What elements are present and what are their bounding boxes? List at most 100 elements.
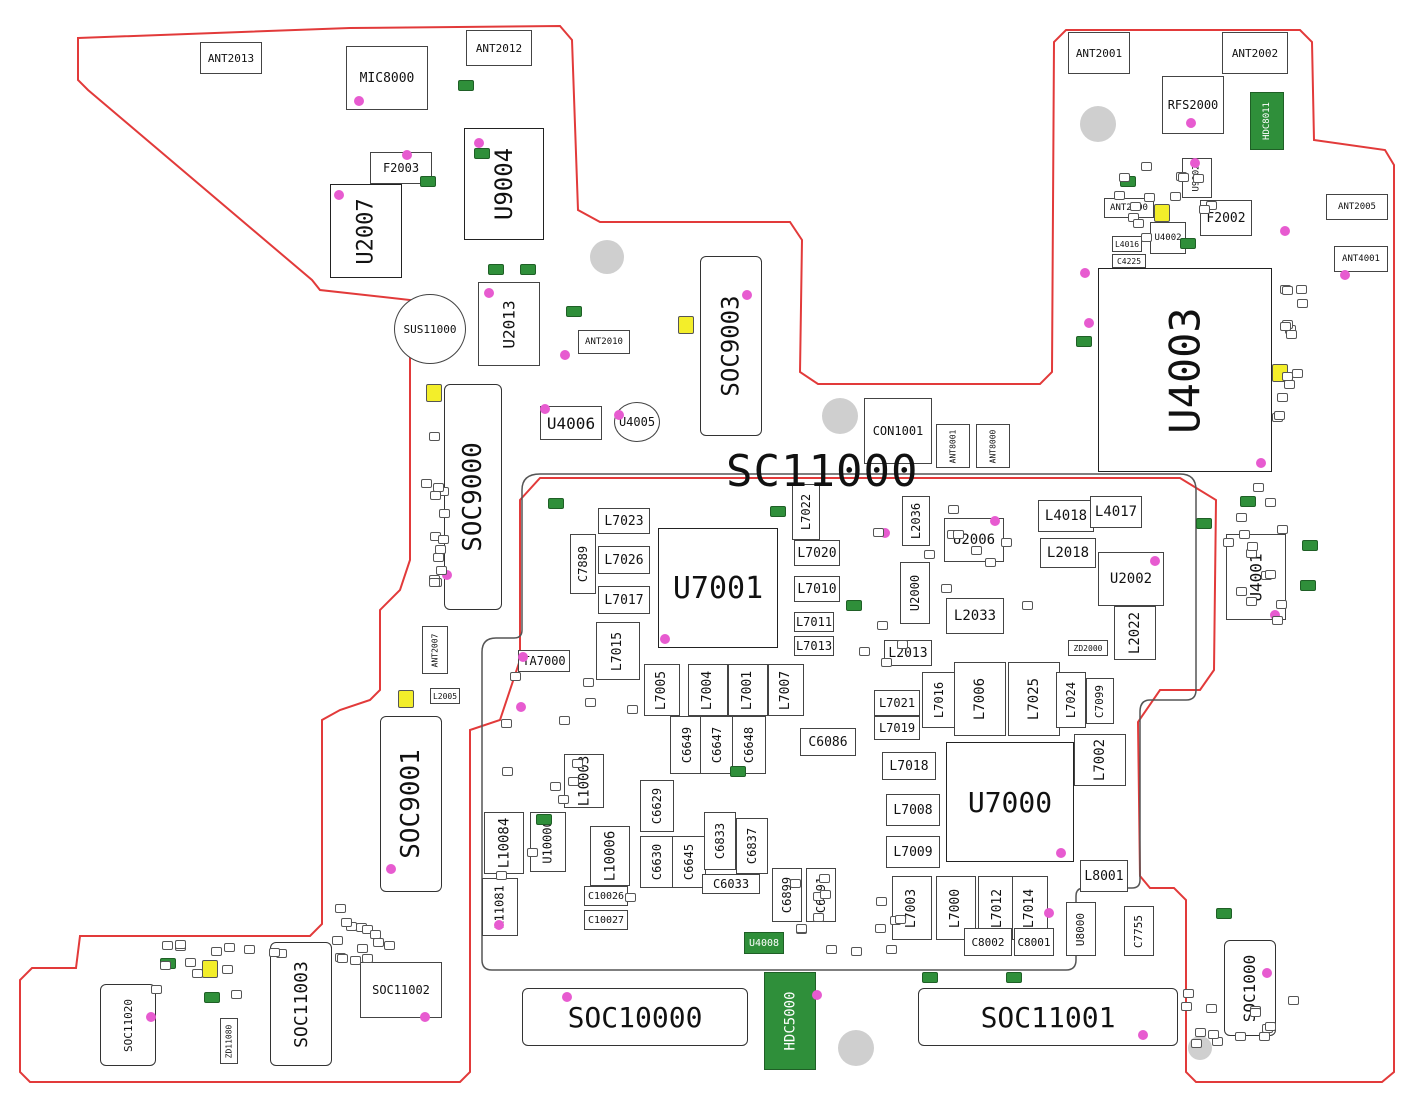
- component-label: L7018: [889, 758, 929, 774]
- smd-pad: [846, 600, 862, 611]
- smd-pad: [510, 672, 522, 682]
- component-label: L7013: [795, 639, 833, 653]
- component-label: L7021: [878, 696, 916, 710]
- component-ant2001: ANT2001: [1068, 32, 1130, 74]
- component-label: L7011: [795, 615, 833, 629]
- component-label: ZD2000: [1073, 643, 1103, 653]
- component-label: L7000: [948, 888, 964, 928]
- smd-pad: [1199, 205, 1211, 215]
- smd-pad: [268, 948, 280, 958]
- smd-pad: [1140, 232, 1152, 242]
- component-label: L7016: [932, 681, 946, 719]
- smd-pad: [1193, 174, 1205, 184]
- component-label: ANT2000: [1110, 203, 1148, 213]
- component-l7011: L7011: [794, 612, 834, 632]
- smd-pad: [361, 925, 373, 935]
- smd-pad: [876, 621, 888, 631]
- component-u9004: U9004: [464, 128, 544, 240]
- smd-pad: [582, 678, 594, 688]
- smd-pad: [897, 640, 909, 650]
- component-label: U7001: [672, 570, 764, 606]
- component-label: U4006: [546, 413, 596, 433]
- test-point: [1190, 158, 1200, 168]
- component-label: L4016: [1114, 239, 1140, 249]
- test-point: [354, 96, 364, 106]
- smd-pad: [568, 776, 580, 786]
- smd-pad: [1196, 518, 1212, 529]
- smd-pad: [384, 940, 396, 950]
- test-point: [516, 702, 526, 712]
- component-u8000: U8000: [1066, 902, 1096, 956]
- smd-pad: [501, 718, 513, 728]
- smd-pad: [437, 535, 449, 545]
- smd-pad: [1190, 1039, 1202, 1049]
- component-label: L2033: [953, 608, 997, 624]
- smd-pad: [876, 897, 888, 907]
- component-c8002: C8002: [964, 928, 1012, 956]
- smd-pad: [624, 892, 636, 902]
- component-label: L7014: [1022, 888, 1038, 928]
- component-label: L7009: [893, 844, 933, 860]
- smd-pad: [435, 545, 446, 555]
- smd-pad: [191, 969, 203, 979]
- test-point: [1150, 556, 1160, 566]
- smd-pad: [334, 904, 346, 914]
- component-l7007: L7007: [768, 664, 804, 716]
- component-label: C7889: [576, 545, 590, 583]
- component-label: U9004: [490, 147, 518, 221]
- component-label: ANT2010: [585, 337, 623, 347]
- component-label: C6647: [710, 726, 724, 764]
- component-label: L7001: [740, 670, 756, 710]
- smd-pad: [566, 306, 582, 317]
- component-label: L2036: [909, 502, 923, 540]
- smd-pad: [948, 505, 960, 515]
- mounting-hole: [590, 240, 624, 274]
- test-point: [442, 570, 452, 580]
- test-point: [494, 920, 504, 930]
- test-point: [146, 1012, 156, 1022]
- smd-pad: [872, 528, 884, 538]
- component-label: C7755: [1132, 914, 1146, 948]
- component-label: F2002: [1206, 210, 1246, 226]
- smd-pad: [880, 657, 892, 667]
- component-l2018: L2018: [1040, 538, 1096, 568]
- test-point: [1080, 268, 1090, 278]
- smd-pad: [1141, 161, 1153, 171]
- component-l10084: L10084: [484, 812, 524, 874]
- component-label: L7023: [604, 513, 644, 529]
- component-ant8001: ANT8001: [936, 424, 970, 468]
- component-hdc5000: HDC5000: [764, 972, 816, 1070]
- component-label: ANT2012: [475, 41, 523, 55]
- smd-pad: [536, 814, 552, 825]
- smd-pad: [1205, 1003, 1217, 1013]
- component-label: L7004: [700, 670, 716, 710]
- component-c10026: C10026: [584, 886, 628, 906]
- smd-pad: [495, 870, 507, 880]
- component-label: C6833: [713, 822, 727, 860]
- component-f2003: F2003: [370, 152, 432, 184]
- component-c10027: C10027: [584, 910, 628, 930]
- component-l7017: L7017: [598, 586, 650, 614]
- component-label: C4225: [1116, 256, 1142, 266]
- component-c6899: C6899: [772, 868, 802, 922]
- smd-pad: [1264, 569, 1276, 579]
- component-label: L7008: [893, 802, 933, 818]
- component-label: U2002: [1109, 571, 1153, 587]
- component-l7026: L7026: [598, 546, 650, 574]
- smd-pad: [924, 549, 936, 559]
- component-label: U4008: [748, 937, 780, 949]
- test-point: [334, 190, 344, 200]
- component-l7003: L7003: [892, 876, 932, 940]
- smd-pad: [1180, 238, 1196, 249]
- smd-pad: [1283, 379, 1295, 389]
- smd-pad: [1239, 530, 1251, 540]
- component-ant8000: ANT8000: [976, 424, 1010, 468]
- smd-pad: [1276, 393, 1288, 403]
- component-label: C6648: [742, 726, 756, 764]
- component-label: SOC9003: [717, 295, 745, 397]
- component-label: C10026: [587, 890, 625, 902]
- component-soc9001: SOC9001: [380, 716, 442, 892]
- component-label: SOC11003: [290, 960, 312, 1048]
- component-label: L2013: [888, 645, 928, 661]
- component-label: L10006: [602, 830, 619, 882]
